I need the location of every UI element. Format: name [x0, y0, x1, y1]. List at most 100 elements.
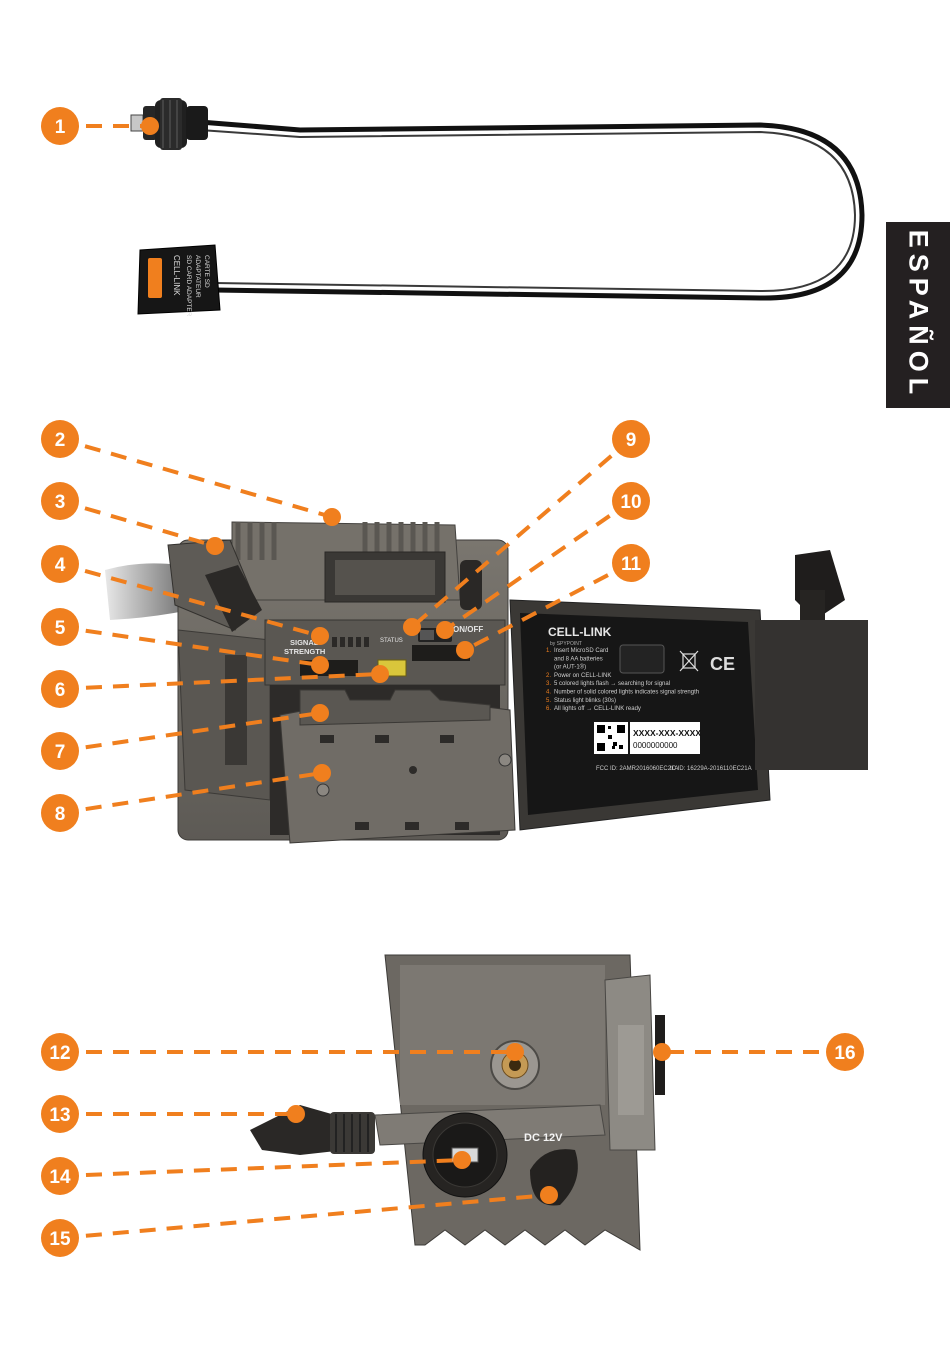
door-step-number: 1. [546, 648, 551, 654]
sd-adapter-line1: SD CARD ADAPTER [185, 255, 192, 317]
callout-badge [41, 482, 79, 520]
target-dot-12 [506, 1043, 524, 1061]
callout-badge [41, 420, 79, 458]
door-step-text: (or AUT-1®) [554, 664, 586, 671]
leader-line-4 [84, 569, 321, 638]
door-step-number: 6. [546, 706, 551, 712]
door-instructions: 1.Insert MicroSD Card and 8 AA batteries (… [546, 648, 699, 712]
target-dot-3 [206, 537, 224, 555]
callout-badge [612, 420, 650, 458]
weee-bin-icon [679, 650, 699, 672]
usb-cable: CELL-LINK SD CARD ADAPTER ADAPTATEUR CAR… [130, 98, 865, 317]
target-dot-9 [403, 618, 421, 636]
fcc-id: FCC ID: 2AMR2016060EC21A [596, 766, 678, 772]
leader-line-15 [85, 1193, 550, 1238]
callout-badge [41, 732, 79, 770]
door-step-text: All lights off → CELL-LINK ready [554, 706, 641, 712]
callout-14: 14 [41, 1157, 79, 1195]
sd-adapter-line3: CARTE SD [203, 255, 210, 288]
target-dot-11 [456, 641, 474, 659]
device-id-line2: 0000000000 [633, 741, 678, 750]
door-step-number: 5. [546, 698, 551, 704]
leader-line-5 [85, 628, 321, 667]
callout-number: 12 [49, 1043, 70, 1064]
callout-number: 6 [55, 680, 66, 701]
callout-15: 15 [41, 1219, 79, 1257]
callout-number: 3 [55, 492, 66, 513]
leader-line-6 [85, 672, 381, 690]
micro-sd-slot[interactable] [412, 645, 470, 661]
door-step-number: 2. [546, 673, 551, 679]
callout-badge [41, 1095, 79, 1133]
target-dot-8 [313, 764, 331, 782]
battery-tray[interactable] [279, 689, 516, 844]
target-dot-2 [323, 508, 341, 526]
callout-badge [612, 482, 650, 520]
callout-badge [41, 107, 79, 145]
callout-number: 5 [55, 618, 66, 639]
target-dot-13 [287, 1105, 305, 1123]
callout-4: 4 [41, 545, 79, 583]
bottom-view: DC 12V [250, 954, 665, 1251]
callout-1: 1 [41, 107, 79, 145]
callout-badge [41, 670, 79, 708]
callout-number: 13 [49, 1105, 70, 1126]
door-subtitle: by SPYPOINT [550, 641, 582, 647]
door-step-text: Status light blinks (30s) [554, 698, 616, 704]
leader-line-10 [443, 514, 611, 632]
leader-line-2 [84, 444, 333, 519]
sd-adapter-brand: CELL-LINK [172, 255, 181, 296]
module-door[interactable]: CELL-LINK by SPYPOINT 1.Insert MicroSD C… [509, 550, 868, 831]
leader-line-8 [85, 771, 323, 812]
door-step-text: Power on CELL-LINK [554, 673, 611, 679]
callout-number: 14 [49, 1167, 71, 1188]
callout-11: 11 [612, 544, 650, 582]
leader-line-3 [84, 506, 216, 548]
door-step-text: and 8 AA batteries [554, 656, 603, 662]
door-step-number: 4. [546, 690, 551, 696]
callout-6: 6 [41, 670, 79, 708]
door-step-text: Number of solid colored lights indicates… [554, 690, 699, 696]
target-dot-10 [436, 621, 454, 639]
target-dot-7 [311, 704, 329, 722]
language-tab-label: ESPAÑOL [903, 229, 934, 401]
callout-12: 12 [41, 1033, 79, 1071]
device-id-line1: XXXX-XXX-XXXX [633, 728, 701, 738]
on-off-label: ON/OFF [453, 625, 483, 634]
callout-8: 8 [41, 794, 79, 832]
callout-number: 16 [834, 1043, 855, 1064]
door-step-text: 5 colored lights flash → searching for s… [554, 681, 670, 687]
callout-13: 13 [41, 1095, 79, 1133]
callout-badge [41, 1157, 79, 1195]
door-step-text: Insert MicroSD Card [554, 648, 608, 654]
callout-number: 9 [626, 430, 637, 451]
callout-number: 10 [620, 492, 641, 513]
leader-line-9 [410, 454, 613, 629]
callout-16: 16 [826, 1033, 864, 1071]
target-dot-4 [311, 627, 329, 645]
antenna[interactable] [250, 1105, 375, 1155]
sd-card-adapter: CELL-LINK SD CARD ADAPTER ADAPTATEUR CAR… [137, 244, 221, 317]
door-title: CELL-LINK [548, 625, 612, 639]
language-tab: ESPAÑOL [886, 222, 950, 408]
callout-number: 2 [55, 430, 66, 451]
callout-5: 5 [41, 608, 79, 646]
target-dot-15 [540, 1186, 558, 1204]
mounting-strap-left [105, 563, 190, 620]
strength-label: STRENGTH [284, 647, 325, 656]
callout-2: 2 [41, 420, 79, 458]
callout-number: 8 [55, 804, 66, 825]
dc-label: DC 12V [524, 1132, 563, 1144]
callout-number: 1 [55, 117, 66, 138]
signal-strength-leds [332, 637, 369, 647]
sd-adapter-line2: ADAPTATEUR [194, 255, 201, 298]
callout-badge [41, 1219, 79, 1257]
cell-link-module: SIGNAL STRENGTH STATUS ON/OFF [105, 521, 868, 844]
callout-badge [41, 794, 79, 832]
ce-mark: CE [710, 654, 735, 674]
leader-line-7 [85, 711, 321, 750]
target-dot-5 [311, 656, 329, 674]
